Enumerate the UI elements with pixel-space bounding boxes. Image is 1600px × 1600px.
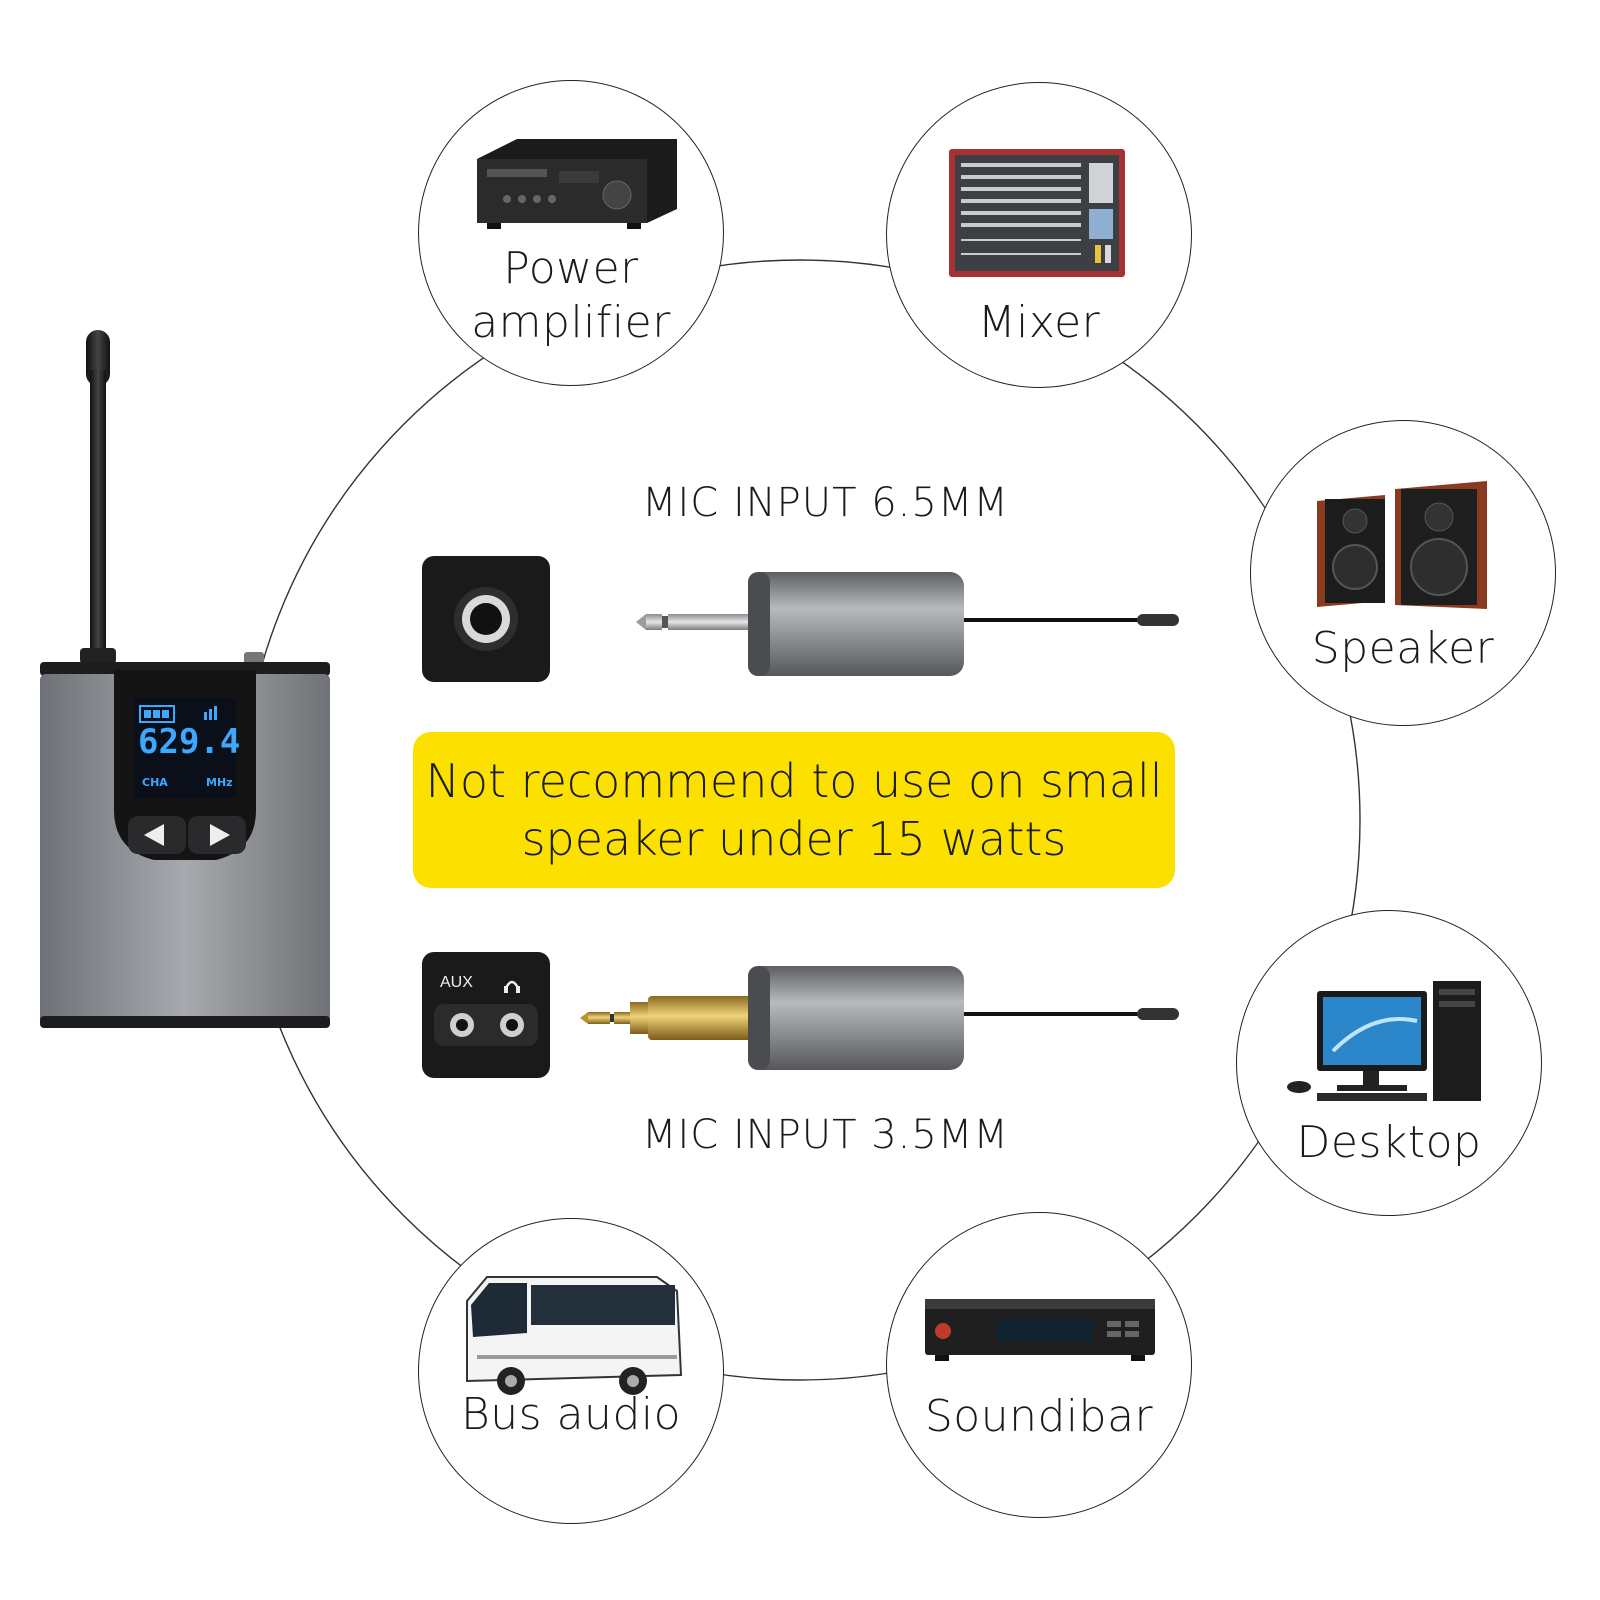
- mic-input-35-title: MIC INPUT 3.5MM: [642, 1112, 1009, 1158]
- warning-banner: Not recommend to use on small speaker un…: [413, 732, 1175, 888]
- device-label: Speaker: [1311, 623, 1495, 674]
- device-power-amplifier: Power amplifier: [418, 80, 724, 386]
- amplifier-icon: [477, 139, 677, 229]
- device-soundbar: Soundibar: [886, 1212, 1192, 1518]
- wireless-receiver-unit: 629.4 CHA MHz: [36, 330, 336, 1050]
- speaker-icon: [1317, 481, 1487, 609]
- jack-socket-icon: [454, 587, 518, 651]
- lcd-frequency: 629.4: [138, 722, 241, 762]
- device-speaker: Speaker: [1250, 420, 1556, 726]
- device-label: Desktop: [1296, 1117, 1482, 1168]
- device-desktop: Desktop: [1236, 910, 1542, 1216]
- device-label: Mixer: [977, 297, 1101, 348]
- aux-headphone-ports-icon: [434, 980, 538, 1046]
- aux-label: AUX: [440, 974, 473, 991]
- bus-icon: [466, 1276, 683, 1395]
- device-bus-audio: Bus audio: [418, 1218, 724, 1524]
- mixer-icon: [949, 149, 1125, 277]
- device-label: amplifier: [471, 297, 671, 348]
- lcd-unit-label: MHz: [206, 776, 233, 789]
- jack-port-35: AUX: [422, 952, 550, 1078]
- warning-line-2: speaker under 15 watts: [521, 812, 1067, 866]
- device-mixer: Mixer: [886, 82, 1192, 388]
- jack-port-65: [422, 556, 550, 682]
- device-label: Bus audio: [460, 1389, 682, 1440]
- lcd-channel-label: CHA: [142, 776, 168, 789]
- mic-input-65-title: MIC INPUT 6.5MM: [642, 480, 1009, 526]
- device-label: Soundibar: [924, 1391, 1154, 1442]
- receiver-plug-65: [636, 572, 1179, 676]
- desktop-icon: [1287, 981, 1481, 1101]
- device-label: Power: [503, 243, 639, 294]
- receiver-plug-35: [580, 966, 1179, 1070]
- soundbar-icon: [925, 1299, 1155, 1361]
- warning-line-1: Not recommend to use on small: [425, 754, 1163, 808]
